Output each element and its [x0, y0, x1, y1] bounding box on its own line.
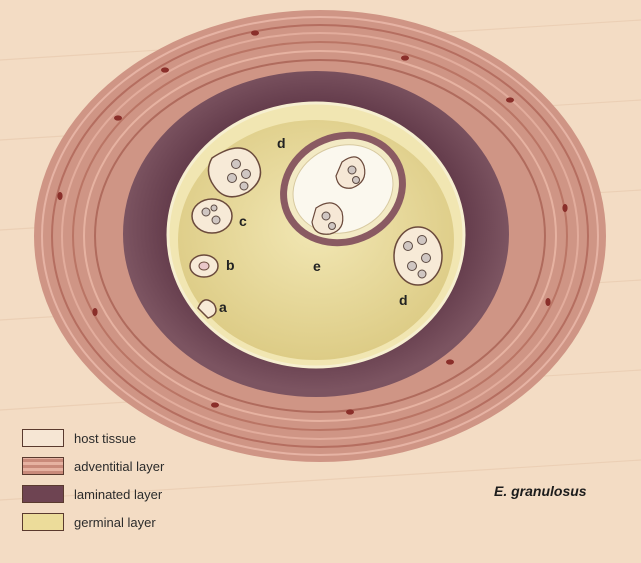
label-d-top: d	[277, 135, 286, 151]
legend-label-germinal: germinal layer	[74, 515, 156, 530]
brood-capsule-c	[192, 199, 232, 233]
label-d-right: d	[399, 292, 408, 308]
label-e: e	[313, 258, 321, 274]
protoscolex-group-lower	[312, 203, 343, 234]
label-c: c	[239, 213, 247, 229]
swatch-laminated	[22, 485, 64, 503]
swatch-adventitial	[22, 457, 64, 475]
label-a: a	[219, 299, 227, 315]
swatch-germinal	[22, 513, 64, 531]
legend-item-host-tissue: host tissue	[22, 427, 136, 449]
legend-label-host-tissue: host tissue	[74, 431, 136, 446]
label-b: b	[226, 257, 235, 273]
brood-capsule-b	[190, 255, 218, 277]
brood-capsule-d-right	[394, 227, 442, 285]
legend-item-germinal: germinal layer	[22, 511, 156, 533]
legend-label-adventitial: adventitial layer	[74, 459, 164, 474]
swatch-host-tissue	[22, 429, 64, 447]
species-name: E. granulosus	[494, 483, 587, 499]
legend-item-adventitial: adventitial layer	[22, 455, 164, 477]
legend-item-laminated: laminated layer	[22, 483, 162, 505]
legend-label-laminated: laminated layer	[74, 487, 162, 502]
